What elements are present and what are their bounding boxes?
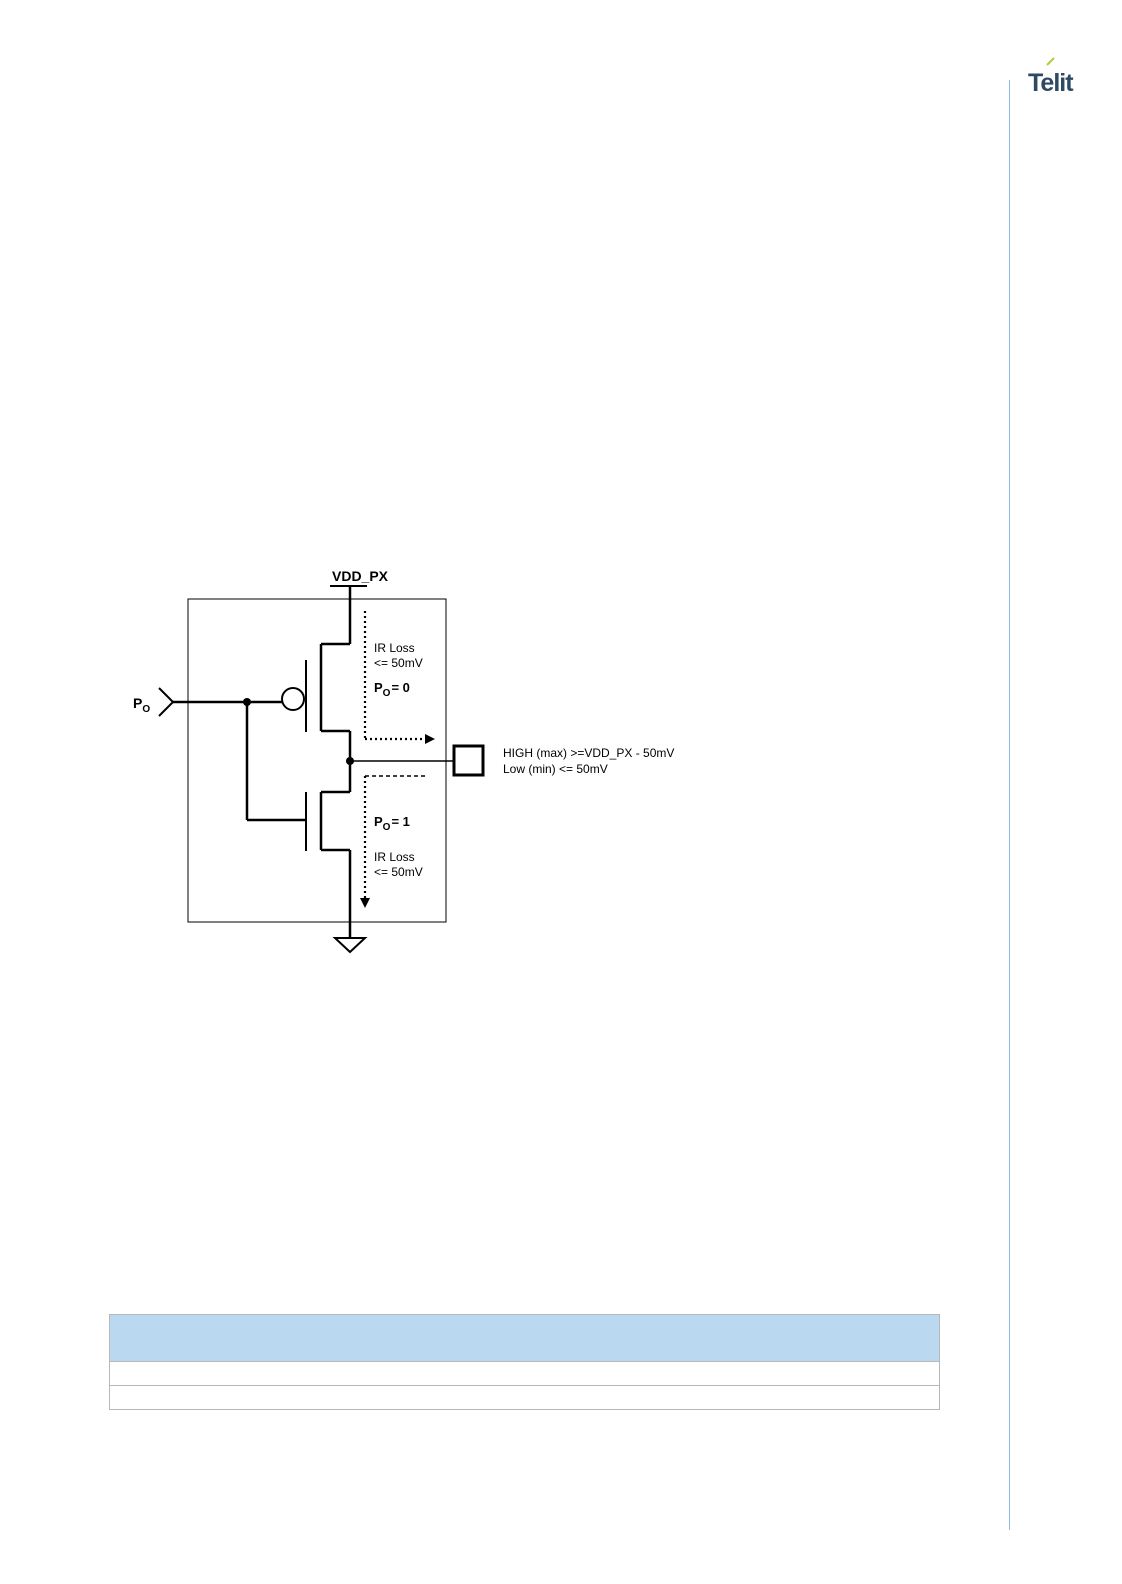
ir-loss-top-line2: <= 50mV xyxy=(374,656,423,670)
nmos-state-label: PO= 1 xyxy=(374,814,410,833)
input-label: PO xyxy=(133,695,150,715)
output-high-level: HIGH (max) >=VDD_PX - 50mV xyxy=(503,746,674,760)
table-cell xyxy=(109,1385,940,1410)
margin-rule xyxy=(1009,80,1010,1530)
telit-logo: Telit xyxy=(1028,57,1092,104)
ir-loss-bottom-line2: <= 50mV xyxy=(374,865,423,879)
supply-label: VDD_PX xyxy=(332,568,389,584)
nmos-state-prefix: P xyxy=(374,814,383,829)
output-low-level: Low (min) <= 50mV xyxy=(503,762,608,776)
nmos-state-subscript: O xyxy=(383,822,391,833)
table-header-cell xyxy=(109,1314,940,1362)
table-header-row xyxy=(109,1314,940,1362)
table-row xyxy=(109,1361,940,1386)
nmos-state-value: = 1 xyxy=(391,814,409,829)
input-label-letter: P xyxy=(133,695,142,711)
pmos-gate-bubble xyxy=(281,687,305,711)
ir-loss-bottom-line1: IR Loss xyxy=(374,850,415,864)
pmos-state-prefix: P xyxy=(374,680,383,695)
input-label-subscript: O xyxy=(142,704,150,715)
input-chevron xyxy=(158,687,175,717)
logo-text: Telit xyxy=(1028,69,1074,97)
pmos-state-value: = 0 xyxy=(391,680,409,695)
table-cell xyxy=(109,1361,940,1386)
pmos-state-subscript: O xyxy=(383,688,391,699)
ground-symbol xyxy=(332,937,368,954)
pmos-state-label: PO= 0 xyxy=(374,680,410,699)
push-pull-output-diagram: VDD_PX PO xyxy=(120,566,720,976)
table-row xyxy=(109,1385,940,1410)
data-table xyxy=(109,1314,940,1410)
output-pad xyxy=(452,744,485,777)
ir-loss-top-line1: IR Loss xyxy=(374,641,415,655)
logo-accent-mark xyxy=(1046,57,1055,66)
